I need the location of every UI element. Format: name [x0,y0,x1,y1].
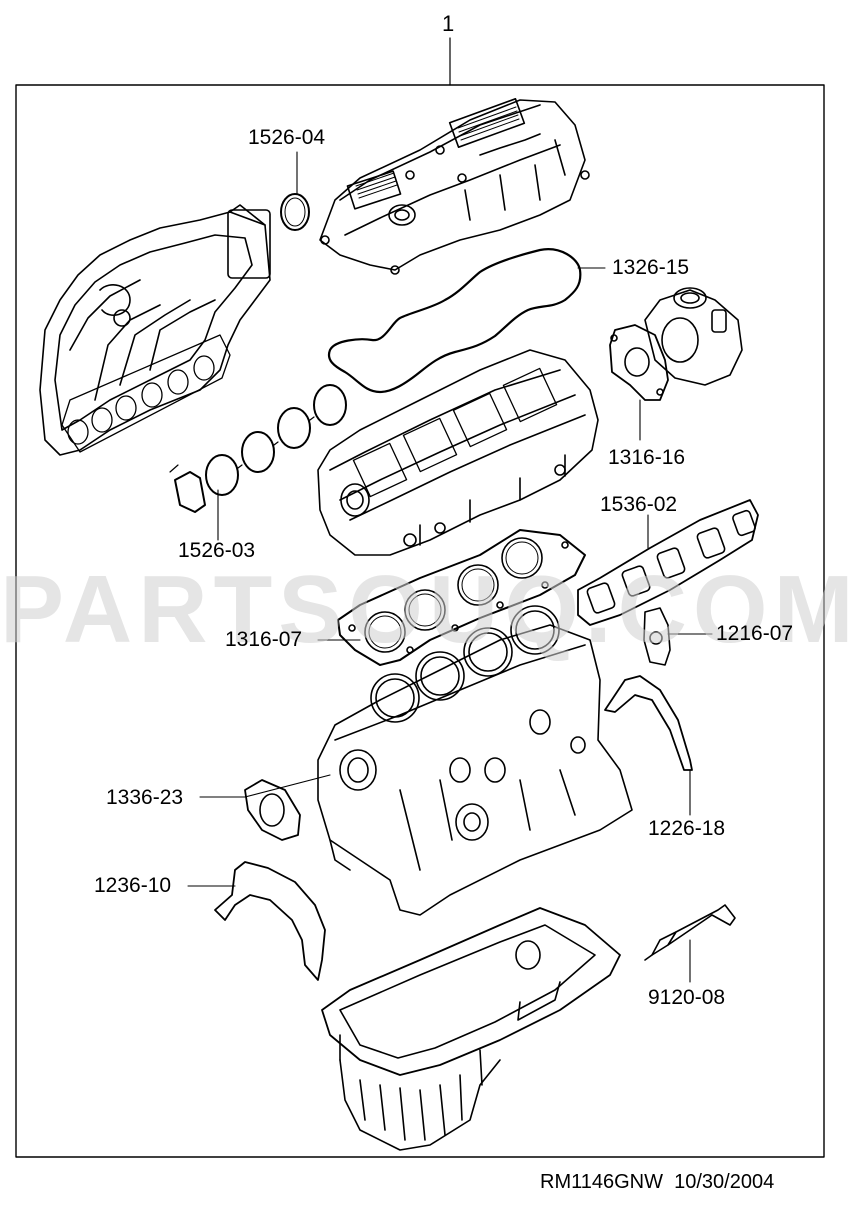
cylinder-block [317,605,633,916]
cylinder-head-cover [319,98,590,275]
footer: RM1146GNW 10/30/2004 [540,1170,774,1194]
diagram-frame [15,84,825,1158]
part-label: 1316-16 [608,446,686,469]
part-label: 1226-18 [648,817,726,840]
oil-pan [321,907,621,1151]
watermark: PARTSOUQ.COM [0,556,852,663]
footer-spacer [663,1171,674,1193]
part-label: 1526-04 [248,126,326,149]
cylinder-head [317,349,599,556]
part-label: 1536-02 [600,493,678,516]
thermostat-housing [644,287,743,386]
thermostat-gasket-1316-16 [609,324,669,401]
exhaust-gasket-1536-02 [577,499,759,626]
drawing-date: 10/30/2004 [674,1171,775,1193]
small-gasket-1216-07 [643,607,671,666]
part-label: 1326-15 [612,256,690,279]
part-label: 9120-08 [648,986,726,1009]
intake-gasket-1526-03 [169,384,347,513]
water-pump-gasket-1336-23 [244,779,301,841]
sealant-tube-9120-08 [644,904,736,961]
rear-gasket-1236-10 [214,861,326,981]
part-label: 1216-07 [716,622,794,645]
timing-gasket-1226-18 [604,675,693,771]
part-label: 1336-23 [106,786,184,809]
drawing-code: RM1146GNW [540,1171,663,1193]
head-gasket-1316-07 [337,529,586,666]
o-ring-1526-04 [280,193,310,231]
assembly-number: 1 [442,11,455,36]
part-label: 1316-07 [225,628,303,651]
part-label: 1526-03 [178,539,256,562]
leader-1336-23 [199,774,331,798]
part-label: 1236-10 [94,874,172,897]
valve-cover-gasket-1326-15 [327,248,582,394]
intake-manifold [39,204,271,456]
